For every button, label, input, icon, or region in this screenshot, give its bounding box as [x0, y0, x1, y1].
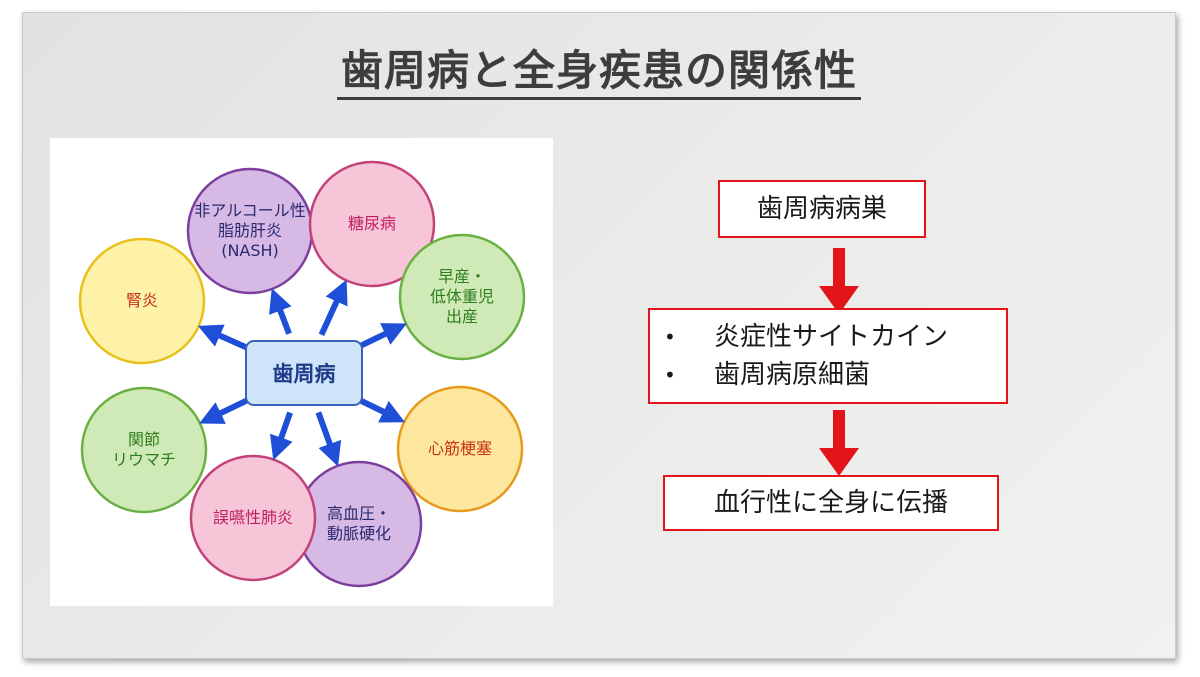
node-label-line: 関節: [127, 430, 160, 449]
flow-arrow-down-1: [819, 248, 859, 314]
node-label-line: 心筋梗塞: [427, 439, 492, 458]
flow-list-item-text: 炎症性サイトカイン: [714, 322, 949, 352]
node-label-rheumatism: 関節リウマチ: [84, 430, 204, 470]
diagram-graphics: [78, 160, 526, 588]
node-label-line: 腎炎: [125, 291, 158, 310]
node-label-aspiration: 誤嚥性肺炎: [193, 508, 313, 528]
arrow-to-diabetes: [318, 279, 348, 337]
node-label-line: 動脈硬化: [326, 524, 391, 543]
arrow-to-nash: [269, 288, 292, 335]
node-label-line: 出産: [445, 307, 478, 326]
node-label-nash: 非アルコール性脂肪肝炎(NASH): [190, 201, 310, 261]
flow-arrow-down-2: [819, 410, 859, 476]
node-label-nephritis: 腎炎: [82, 291, 202, 311]
node-circle-aspiration: [189, 454, 317, 582]
center-node-box: [245, 340, 363, 406]
node-label-diabetes: 糖尿病: [312, 214, 432, 234]
node-circle-mi: [396, 385, 524, 513]
node-circle-rheumatism: [80, 386, 208, 514]
node-label-line: 脂肪肝炎: [217, 221, 282, 240]
node-circle-nephritis: [78, 237, 206, 365]
page-title: 歯周病と全身疾患の関係性: [23, 37, 1175, 100]
node-label-line: 低体重児: [429, 287, 494, 306]
center-node-label: 歯周病: [272, 362, 336, 386]
node-label-preterm: 早産・低体重児出産: [402, 267, 522, 327]
node-label-line: 高血圧・: [326, 504, 391, 523]
flow-list-item-text: 歯周病原細菌: [714, 360, 871, 390]
node-label-hypertension: 高血圧・動脈硬化: [299, 504, 419, 544]
flow-box-bottom: 血行性に全身に伝播: [663, 475, 999, 531]
bullet-icon: •: [664, 363, 676, 387]
node-label-line: 糖尿病: [347, 214, 396, 233]
node-circle-preterm: [398, 233, 526, 361]
arrow-to-aspiration: [269, 411, 293, 461]
bullet-icon: •: [664, 325, 676, 349]
arrow-to-hypertension: [315, 411, 342, 467]
node-label-mi: 心筋梗塞: [400, 439, 520, 459]
node-circle-diabetes: [308, 160, 436, 288]
node-label-line: 早産・: [437, 267, 486, 286]
node-label-line: 誤嚥性肺炎: [212, 508, 293, 527]
flow-box-top: 歯周病病巣: [718, 180, 926, 238]
periodontal-diagram: 非アルコール性脂肪肝炎(NASH) 糖尿病早産・低体重児出産心筋梗塞高血圧・動脈硬…: [50, 138, 553, 606]
node-label-line: (NASH): [221, 241, 279, 260]
node-label-line: リウマチ: [111, 450, 176, 469]
node-label-line: 非アルコール性: [194, 201, 306, 220]
page-title-text: 歯周病と全身疾患の関係性: [336, 46, 861, 100]
flow-box-middle: • 炎症性サイトカイン • 歯周病原細菌: [648, 308, 1008, 404]
